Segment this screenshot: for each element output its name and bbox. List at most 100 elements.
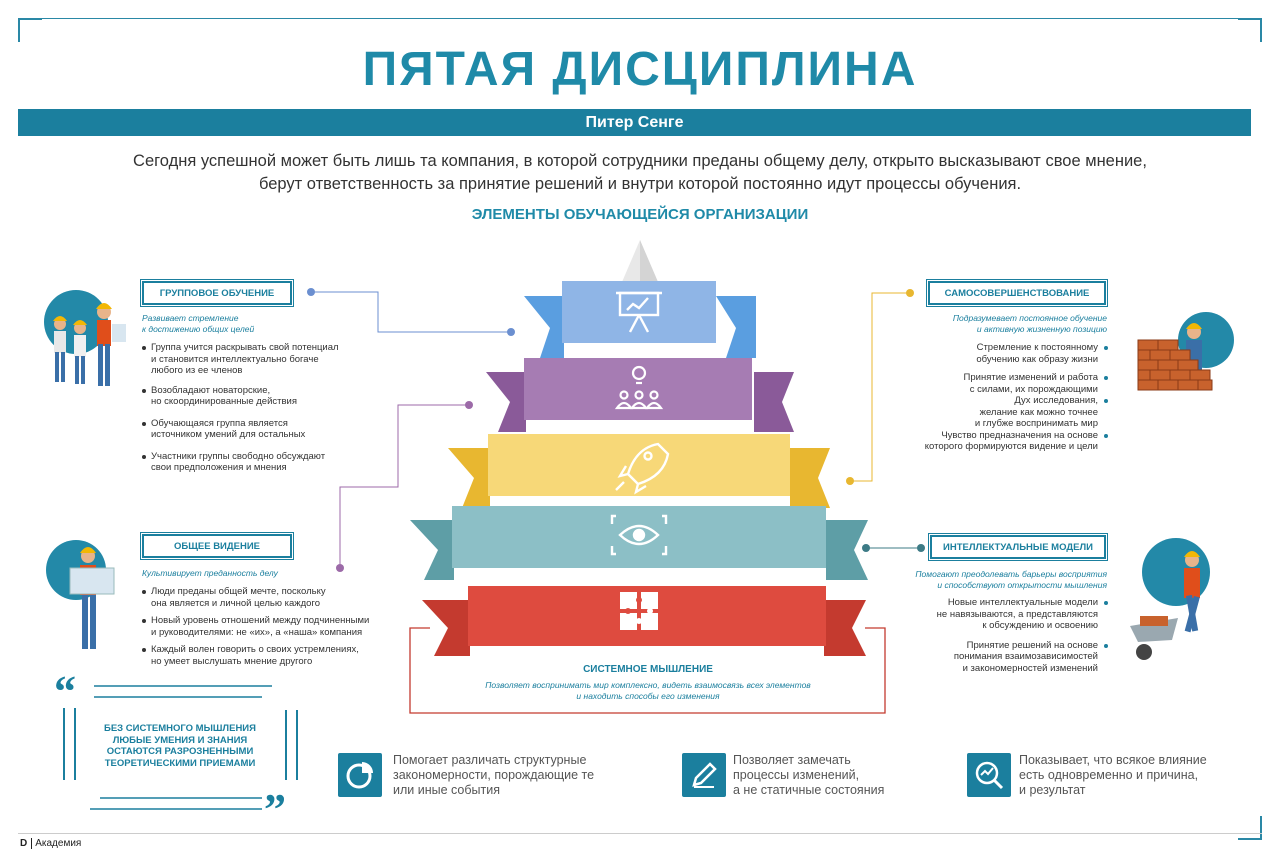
self-improvement-label: САМОСОВЕРШЕНСТВОВАНИЕ [926, 279, 1108, 307]
tier-1-band [562, 281, 716, 343]
tier-2-band [524, 358, 752, 420]
footer-rule [18, 833, 1262, 834]
tier-4-ribbon-left [410, 520, 454, 580]
worker-figure [53, 316, 67, 382]
brick-wall [1137, 339, 1213, 391]
connector-shared-vision [339, 404, 469, 568]
intro-text: Сегодня успешной может быть лишь та комп… [30, 150, 1250, 196]
tier-3-band [488, 434, 790, 496]
connector-dot [307, 288, 315, 296]
corner-mark [1238, 816, 1262, 840]
idea-team-icon [614, 365, 664, 410]
tagline-line: и способствуют открытости мышления [937, 580, 1107, 590]
systems-thinking-tagline: Позволяет воспринимать мир комплексно, в… [410, 680, 886, 701]
quote-text: БЕЗ СИСТЕМНОГО МЫШЛЕНИЯ ЛЮБЫЕ УМЕНИЯ И З… [100, 723, 260, 769]
close-quote-icon: ” [264, 785, 286, 834]
tagline-line: Культивирует преданность делу [142, 568, 278, 578]
group-learning-label: ГРУППОВОЕ ОБУЧЕНИЕ [140, 279, 294, 307]
connector-group-learning [311, 291, 511, 333]
tier-2-ribbon-right [754, 372, 794, 432]
eye-icon [610, 514, 668, 556]
connector-dot [507, 328, 515, 336]
intro-line: Сегодня успешной может быть лишь та комп… [133, 152, 1147, 170]
connector-dot [846, 477, 854, 485]
brand-logo: D [20, 838, 33, 849]
intro-line: берут ответственность за принятие решени… [258, 175, 1022, 193]
connector-self-improvement [850, 292, 910, 482]
tagline-line: Подразумевает постоянное обучение [952, 313, 1107, 323]
corner-mark [18, 18, 42, 42]
tagline-line: Развивает стремление [142, 313, 239, 323]
page-title: ПЯТАЯ ДИСЦИПЛИНА [362, 43, 918, 96]
tier-2-ribbon-left [486, 372, 526, 432]
pyramid-apex-light [640, 240, 658, 282]
quote-line: ОСТАЮТСЯ РАЗРОЗНЕННЫМИ [106, 746, 254, 757]
top-rule [18, 18, 1262, 19]
connector-dot [917, 544, 925, 552]
worker-illustration-map [46, 540, 115, 649]
connector-dot [906, 289, 914, 297]
systems-thinking-label: СИСТЕМНОЕ МЫШЛЕНИЕ [583, 664, 713, 675]
list-item: Возобладают новаторские,но скоординирова… [142, 385, 382, 408]
tier-5-ribbon-right [824, 600, 866, 656]
tier-4-ribbon-right [826, 520, 868, 580]
tier-3-ribbon-right [790, 448, 830, 508]
tagline-line: Помогают преодолевать барьеры восприятия [915, 569, 1107, 579]
connector-dot [336, 564, 344, 572]
shared-vision-tagline: Культивирует преданность делу [142, 568, 278, 579]
group-learning-tagline: Развивает стремление к достижению общих … [142, 313, 254, 335]
quote-line: ЛЮБЫЕ УМЕНИЯ И ЗНАНИЯ [112, 734, 248, 746]
pyramid-diagram [410, 240, 868, 656]
section-subtitle: ЭЛЕМЕНТЫ ОБУЧАЮЩЕЙСЯ ОРГАНИЗАЦИИ [471, 206, 809, 223]
worker-figure [73, 320, 87, 384]
connector-dot [862, 544, 870, 552]
list-item: Каждый волен говорить о своих устремлени… [142, 644, 414, 667]
rocket-icon [615, 442, 670, 495]
worker-figure [96, 303, 126, 386]
connector-dot [465, 401, 473, 409]
tagline-line: Позволяет воспринимать мир комплексно, в… [485, 680, 811, 690]
worker-illustration-bricks [1137, 312, 1234, 391]
workers-illustration-group [44, 290, 126, 386]
pie-chart-icon [338, 753, 382, 797]
mental-models-tagline: Помогают преодолевать барьеры восприятия… [880, 569, 1107, 591]
pencil-icon [682, 753, 726, 797]
tagline-line: и активную жизненную позицию [976, 324, 1107, 334]
brand-name: Академия [35, 838, 82, 849]
tier-1-ribbon-left [524, 296, 564, 358]
tagline-line: и находить способы его изменения [576, 690, 720, 701]
tier-5-ribbon-left [422, 600, 470, 656]
worker-illustration-wheelbarrow [1130, 538, 1210, 660]
mental-models-label: ИНТЕЛЛЕКТУАЛЬНЫЕ МОДЕЛИ [928, 533, 1108, 561]
self-improvement-tagline: Подразумевает постоянное обучение и акти… [900, 313, 1107, 335]
systems-thinking-frame [409, 627, 886, 714]
open-quote-icon: “ [54, 667, 76, 716]
tier-3-ribbon-left [448, 448, 490, 508]
quote-line: ТЕОРЕТИЧЕСКИМИ ПРИЕМАМИ [104, 757, 256, 769]
shared-vision-label: ОБЩЕЕ ВИДЕНИЕ [140, 532, 294, 560]
list-item: Дух исследования,желание как можно точне… [880, 395, 1108, 430]
list-item: Новый уровень отношений между подчиненны… [142, 615, 414, 638]
magnifier-chart-icon [967, 753, 1011, 797]
puzzle-icon [620, 592, 658, 630]
presentation-icon [616, 291, 662, 333]
tagline-line: к достижению общих целей [142, 324, 255, 334]
